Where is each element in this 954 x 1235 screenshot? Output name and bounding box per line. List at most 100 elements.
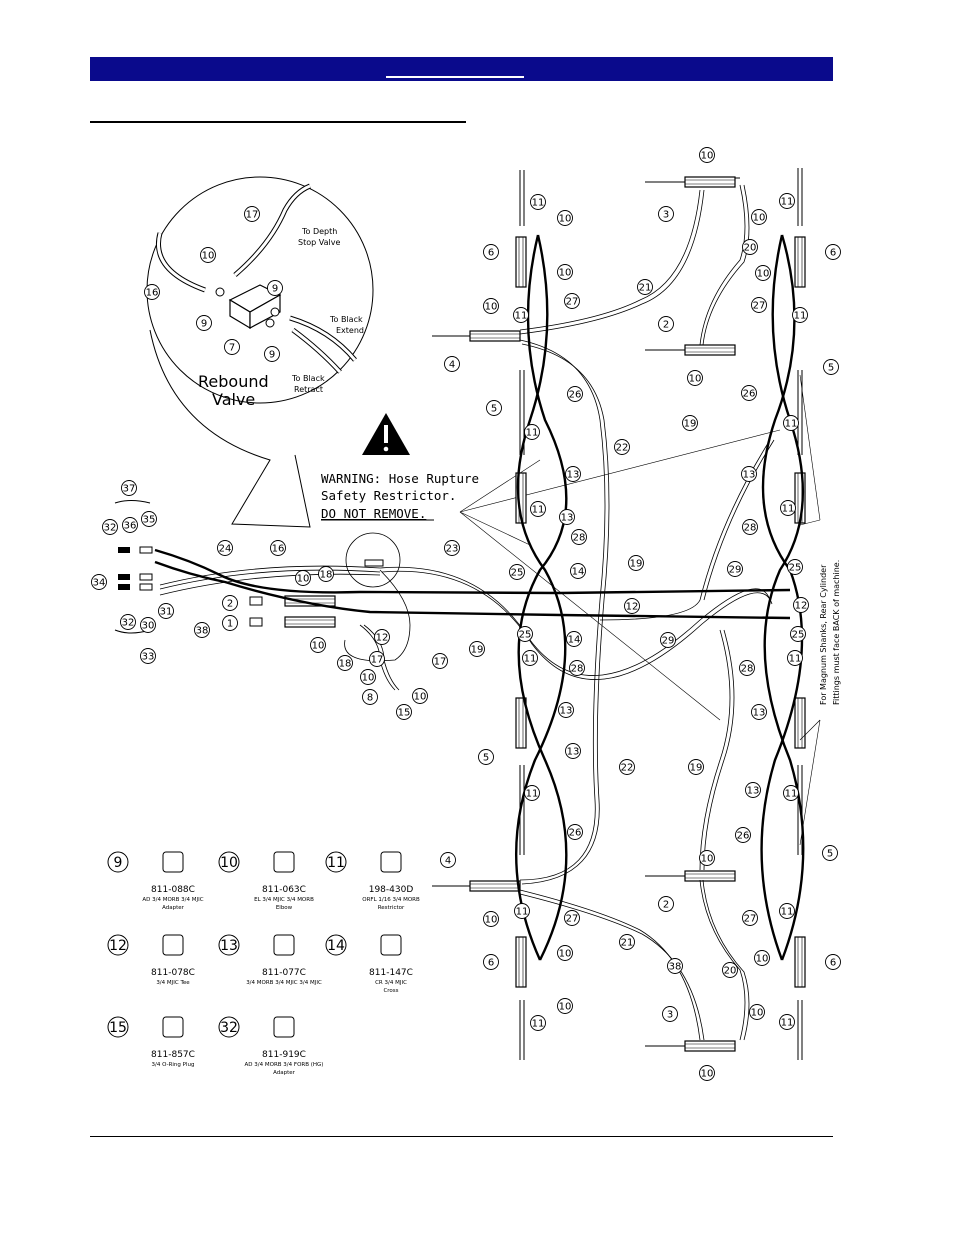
- callout-32: 32: [120, 614, 136, 630]
- fitting-icon: [273, 851, 295, 873]
- callout-label: 21: [621, 938, 634, 949]
- callout-label: 5: [491, 404, 497, 415]
- legend-desc-2: Adapter: [273, 1070, 296, 1076]
- callout-label: 12: [376, 633, 389, 644]
- callout-label: 10: [689, 374, 702, 385]
- callout-label: 10: [559, 949, 572, 960]
- legend-desc: ORFL 1/16 3/4 MORB: [362, 897, 420, 903]
- legend-num: 13: [220, 938, 238, 954]
- callout-label: 20: [744, 243, 757, 254]
- inset-to-retract-2: Retract: [294, 385, 323, 394]
- callout-35: 35: [141, 511, 157, 527]
- callout-label: 11: [781, 1018, 794, 1029]
- callout-label: 29: [662, 636, 675, 647]
- section-rule: [90, 121, 466, 123]
- callout-13: 13: [559, 509, 575, 525]
- callout-13: 13: [565, 743, 581, 759]
- legend-desc: 3/4 MJIC Tee: [156, 980, 190, 986]
- callout-10: 10: [687, 370, 703, 386]
- inset-title-2: Valve: [212, 390, 255, 409]
- inset-to-extend-2: Extend: [336, 326, 364, 335]
- callout-2: 2: [222, 595, 238, 611]
- legend-desc-2: Restrictor: [378, 905, 405, 911]
- callout-label: 10: [312, 641, 325, 652]
- callout-5: 5: [478, 749, 494, 765]
- legend-desc-2: Elbow: [276, 905, 293, 911]
- fitting-icon: [162, 934, 184, 956]
- callout-label: 5: [828, 363, 834, 374]
- callout-label: 10: [756, 954, 769, 965]
- callout-32: 32: [102, 519, 118, 535]
- fitting-icon: [162, 851, 184, 873]
- callout-20: 20: [742, 239, 758, 255]
- callout-18: 18: [337, 655, 353, 671]
- callout-12: 12: [793, 597, 809, 613]
- legend-desc: 3/4 O-Ring Plug: [152, 1062, 195, 1068]
- callout-4: 4: [444, 356, 460, 372]
- callout-34: 34: [91, 574, 107, 590]
- callout-label: 29: [729, 565, 742, 576]
- callout-24: 24: [217, 540, 233, 556]
- legend-num: 15: [109, 1020, 127, 1036]
- callout-label: 14: [568, 635, 581, 646]
- callout-26: 26: [741, 385, 757, 401]
- callout-38: 38: [667, 958, 683, 974]
- callout-label: 2: [663, 320, 669, 331]
- callout-label: 25: [789, 563, 802, 574]
- callout-12: 12: [624, 598, 640, 614]
- legend-num: 14: [327, 938, 345, 954]
- inset-to-depth-2: Stop Valve: [298, 238, 340, 247]
- legend-desc-2: Adapter: [162, 905, 185, 911]
- callout-label: 27: [744, 914, 757, 925]
- callout-7: 7: [224, 339, 240, 355]
- side-note-2: Fittings must face BACK of machine.: [832, 560, 841, 705]
- callout-label: 11: [781, 197, 794, 208]
- callout-23: 23: [444, 540, 460, 556]
- callout-5: 5: [822, 845, 838, 861]
- callout-label: 26: [569, 828, 582, 839]
- callout-label: 25: [511, 568, 524, 579]
- callout-10: 10: [310, 637, 326, 653]
- callout-12: 12: [374, 629, 390, 645]
- callout-37: 37: [121, 480, 137, 496]
- callout-label: 11: [789, 654, 802, 665]
- callout-label: 11: [515, 311, 528, 322]
- fitting-icon: [162, 1016, 184, 1038]
- callout-label: 10: [559, 214, 572, 225]
- warning-icon: [362, 413, 410, 455]
- callout-27: 27: [564, 910, 580, 926]
- callout-label: 10: [753, 213, 766, 224]
- callout-11: 11: [792, 307, 808, 323]
- callout-label: 22: [621, 763, 634, 774]
- callout-10: 10: [200, 247, 216, 263]
- callout-label: 18: [339, 659, 352, 670]
- callout-label: 27: [566, 914, 579, 925]
- callout-28: 28: [742, 519, 758, 535]
- callout-27: 27: [751, 297, 767, 313]
- callout-label: 26: [737, 831, 750, 842]
- callout-20: 20: [722, 962, 738, 978]
- callout-1: 1: [222, 615, 238, 631]
- callout-9: 9: [267, 280, 283, 296]
- callout-label: 13: [561, 513, 574, 524]
- callout-27: 27: [564, 293, 580, 309]
- callout-label: 33: [142, 652, 155, 663]
- callout-label: 3: [663, 210, 669, 221]
- callout-label: 34: [93, 578, 106, 589]
- callout-label: 19: [630, 559, 643, 570]
- callout-28: 28: [571, 529, 587, 545]
- callout-label: 8: [367, 693, 373, 704]
- callout-10: 10: [557, 945, 573, 961]
- callout-10: 10: [699, 147, 715, 163]
- callout-22: 22: [614, 439, 630, 455]
- callout-13: 13: [558, 702, 574, 718]
- callout-label: 13: [567, 747, 580, 758]
- callout-label: 10: [202, 251, 215, 262]
- callout-26: 26: [567, 386, 583, 402]
- callout-label: 28: [741, 664, 754, 675]
- callout-label: 13: [743, 470, 756, 481]
- callout-label: 19: [471, 645, 484, 656]
